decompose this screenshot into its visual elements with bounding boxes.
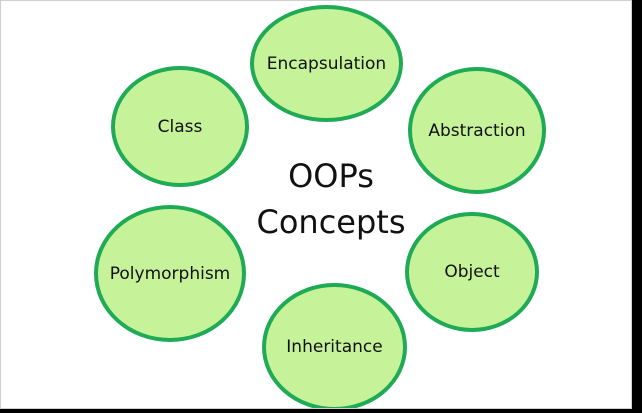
concept-label-object: Object xyxy=(444,262,500,282)
concept-label-polymorphism: Polymorphism xyxy=(109,263,231,284)
diagram-canvas: OOPs Concepts Encapsulation Class Abstra… xyxy=(0,0,632,409)
concept-label-encapsulation: Encapsulation xyxy=(266,53,387,74)
concept-bubble-abstraction: Abstraction xyxy=(408,67,546,194)
center-title-line-2: Concepts xyxy=(256,203,406,241)
concept-bubble-inheritance: Inheritance xyxy=(262,283,407,408)
concept-bubble-object: Object xyxy=(405,212,539,332)
concept-bubble-class: Class xyxy=(111,66,249,187)
concept-bubble-polymorphism: Polymorphism xyxy=(94,205,246,342)
concept-label-inheritance: Inheritance xyxy=(286,337,383,357)
concept-label-abstraction: Abstraction xyxy=(428,120,526,141)
concept-label-class: Class xyxy=(157,116,203,137)
concept-bubble-encapsulation: Encapsulation xyxy=(250,5,403,122)
center-title: OOPs Concepts xyxy=(221,153,441,245)
center-title-line-1: OOPs xyxy=(288,157,374,195)
